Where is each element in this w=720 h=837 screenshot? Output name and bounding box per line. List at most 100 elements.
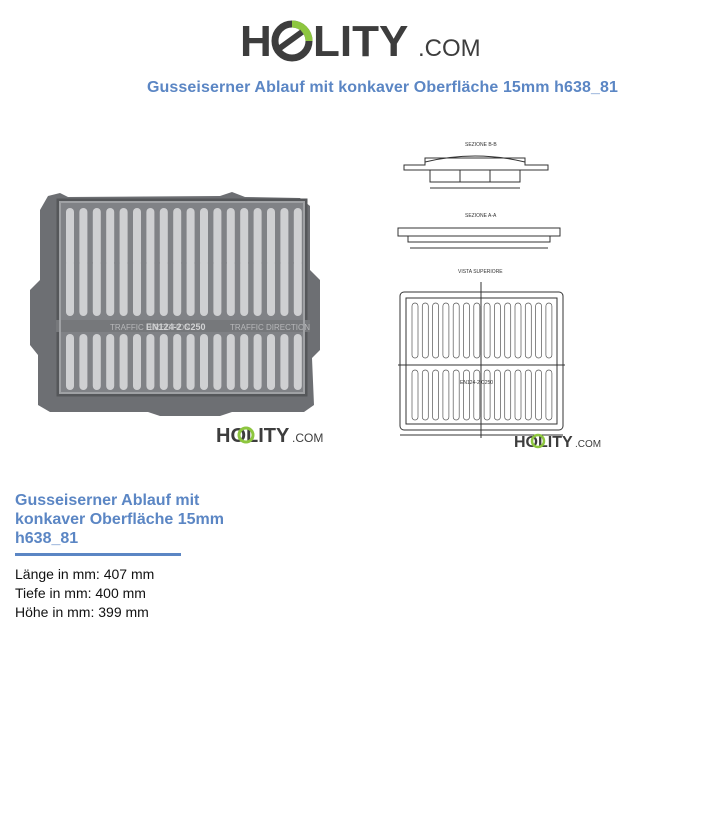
plan-slot	[483, 369, 491, 421]
plan-slot	[463, 302, 470, 359]
grate-slot	[119, 260, 128, 316]
grate-slot	[146, 260, 155, 316]
grate-slot	[280, 334, 289, 390]
grate-slot	[66, 334, 74, 390]
svg-text:.COM: .COM	[418, 35, 481, 62]
grate-slot	[253, 208, 262, 266]
grate-slot	[240, 208, 249, 266]
spec-length: Länge in mm: 407 mm	[15, 565, 154, 584]
spec-value: 407 mm	[103, 566, 155, 582]
grate-slot	[106, 260, 115, 316]
plan-slot	[473, 302, 481, 359]
grate-slot	[280, 260, 289, 316]
svg-text:H: H	[240, 17, 272, 66]
svg-text:SEZIONE A-A: SEZIONE A-A	[465, 213, 497, 219]
grate-slot	[213, 334, 222, 390]
plan-slot	[524, 302, 532, 359]
grate-slot	[173, 260, 182, 316]
grate-slot	[66, 260, 74, 316]
grate-slot	[186, 208, 195, 266]
grate-slot	[133, 260, 141, 316]
grate-slot	[280, 208, 289, 266]
grate-slot	[226, 208, 235, 266]
grate-slot	[253, 334, 262, 390]
spec-label: Tiefe in mm:	[15, 585, 92, 601]
grate-slot	[159, 334, 168, 390]
grate-slot	[79, 208, 88, 266]
plan-slot	[452, 302, 460, 359]
grate-slot	[293, 260, 302, 316]
grate-slot	[119, 334, 128, 390]
grate-slot	[119, 208, 128, 266]
plan-slot	[442, 302, 450, 359]
grate-slot	[226, 260, 235, 316]
brand-logo[interactable]: H LITY .COM	[240, 14, 490, 66]
grate-slot	[267, 334, 275, 390]
grate-slot	[293, 208, 302, 266]
plan-slot	[432, 369, 439, 421]
grate-slot	[92, 260, 101, 316]
plan-slot	[545, 302, 553, 359]
grate-slot	[159, 208, 168, 266]
grate-slot	[92, 334, 101, 390]
svg-text:VISTA SUPERIORE: VISTA SUPERIORE	[458, 269, 503, 275]
page-title: Gusseiserner Ablauf mit konkaver Oberflä…	[147, 79, 618, 96]
plan-slot	[421, 302, 429, 359]
svg-text:EN124-2 C250: EN124-2 C250	[460, 380, 493, 386]
plan-slot	[504, 302, 512, 359]
svg-text:SEZIONE B-B: SEZIONE B-B	[465, 142, 497, 148]
grate-slot	[106, 334, 115, 390]
spec-value: 400 mm	[95, 585, 146, 601]
plan-slot	[514, 302, 522, 359]
plan-slot	[442, 369, 450, 421]
grate-slot	[133, 208, 141, 266]
plan-slot	[545, 369, 553, 421]
plan-slot	[421, 369, 429, 421]
grate-slot	[146, 334, 155, 390]
svg-text:TRAFFIC DIRECTION: TRAFFIC DIRECTION	[110, 323, 190, 332]
spec-value: 399 mm	[98, 604, 149, 620]
grate-slot	[200, 334, 208, 390]
logo-o-icon	[271, 20, 313, 62]
grate-slot	[226, 334, 235, 390]
grate-slot	[173, 334, 182, 390]
spec-label: Länge in mm:	[15, 566, 100, 582]
grate-slot	[159, 260, 168, 316]
grate-slot	[79, 260, 88, 316]
product-specs: Länge in mm: 407 mm Tiefe in mm: 400 mm …	[15, 565, 154, 622]
plan-slot	[432, 302, 439, 359]
grate-slot	[267, 260, 275, 316]
plan-slot	[463, 369, 470, 421]
plan-slot	[494, 302, 501, 359]
plan-slot	[473, 369, 481, 421]
plan-slot	[535, 302, 542, 359]
grate-slot	[79, 334, 88, 390]
product-heading: Gusseiserner Ablauf mit konkaver Oberflä…	[15, 492, 224, 547]
plan-slot	[514, 369, 522, 421]
grate-slot	[186, 260, 195, 316]
plan-slot	[504, 369, 512, 421]
svg-text:TRAFFIC DIRECTION: TRAFFIC DIRECTION	[230, 323, 310, 332]
grate-slot	[240, 260, 249, 316]
plan-slot	[411, 369, 419, 421]
grate-slot	[213, 208, 222, 266]
spec-depth: Tiefe in mm: 400 mm	[15, 584, 154, 603]
product-image[interactable]: TRAFFIC DIRECTION EN124-2 C250 TRAFFIC D…	[20, 120, 710, 465]
svg-text:.COM: .COM	[292, 431, 323, 445]
grate-slot	[213, 260, 222, 316]
heading-underline	[15, 553, 181, 556]
plan-slot	[483, 302, 491, 359]
grate-slot	[173, 208, 182, 266]
grate-slot	[240, 334, 249, 390]
grate-slot	[293, 334, 302, 390]
grate-slot	[186, 334, 195, 390]
plan-slot	[452, 369, 460, 421]
plan-slot	[524, 369, 532, 421]
spec-height: Höhe in mm: 399 mm	[15, 603, 154, 622]
grate-slot	[200, 260, 208, 316]
grate-slot	[106, 208, 115, 266]
drawing-watermark: HOLITY .COM	[514, 433, 601, 451]
plan-slot	[535, 369, 542, 421]
grate-slot	[66, 208, 74, 266]
grate-photo: TRAFFIC DIRECTION EN124-2 C250 TRAFFIC D…	[30, 192, 320, 416]
